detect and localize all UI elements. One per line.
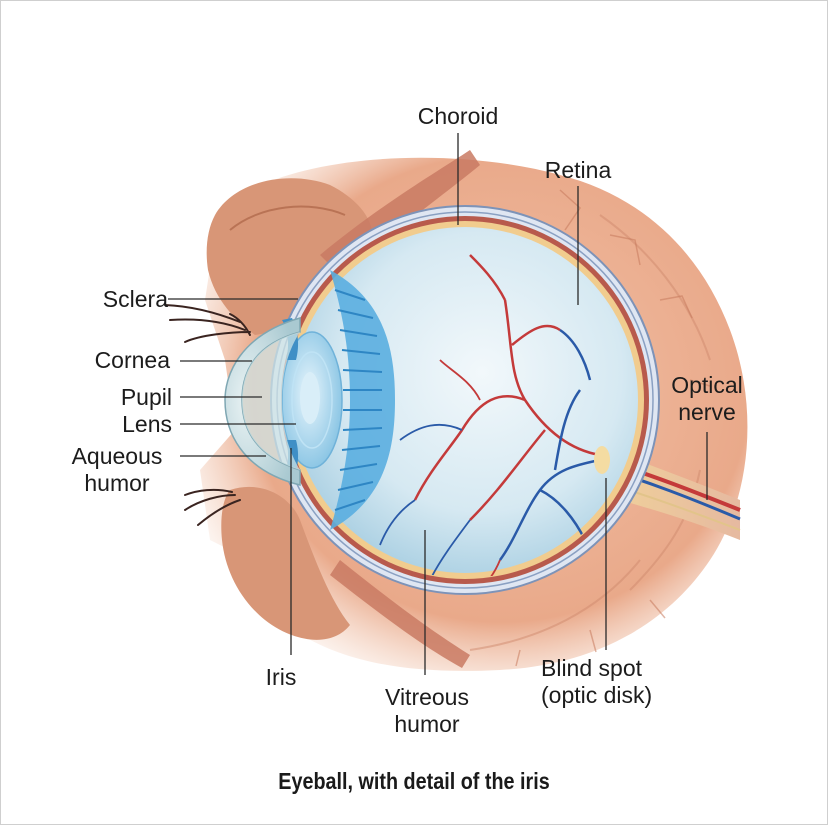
leader-lines [168,133,708,675]
aqueous-chamber [242,332,300,470]
optic-disk [594,446,610,474]
label-cornea: Cornea [94,347,170,373]
lens-core [300,372,320,424]
label-vitreous-humor: Vitreous humor [385,684,469,737]
label-aqueous-humor: Aqueous humor [71,443,163,496]
ciliary-body [330,270,395,530]
vitreous-body [292,227,638,573]
label-retina: Retina [544,157,612,183]
retinal-blood-vessels [379,254,601,578]
label-choroid: Choroid [417,103,499,129]
figure-caption: Eyeball, with detail of the iris [278,768,550,794]
label-sclera: Sclera [102,286,168,312]
lens-inner-ring [291,351,333,449]
label-iris: Iris [265,664,297,690]
upper-eyelid [164,178,373,343]
label-lens: Lens [122,411,172,437]
lower-eyelid [184,486,350,640]
lower-eye-muscle [330,560,470,668]
label-pupil: Pupil [120,384,172,410]
label-optical-nerve: Optical nerve [671,372,743,425]
label-blind-spot: Blind spot (optic disk) [541,655,653,708]
